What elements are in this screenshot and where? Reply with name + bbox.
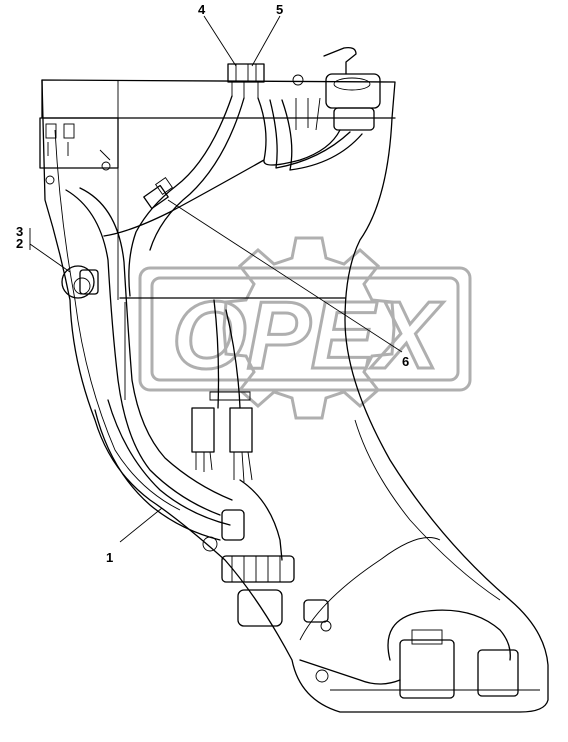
fuse-1 [45, 123, 57, 139]
housing-left-inner [54, 129, 181, 511]
watermark-frame-outer [138, 266, 472, 392]
leader-lines [29, 15, 403, 543]
top-connector-leads [231, 82, 259, 98]
relay-right [229, 407, 253, 453]
callout-1: 1 [106, 550, 113, 565]
leader-1 [119, 507, 163, 543]
leader-5 [251, 15, 281, 67]
opex-watermark: OPEX [138, 236, 472, 420]
top-connector [227, 63, 265, 98]
bottom-cable-left [299, 659, 401, 685]
leader-6 [167, 199, 403, 353]
housing-right-inner [354, 419, 501, 601]
callouts: 1 2 3 4 5 6 [16, 2, 409, 565]
middle-relays [191, 299, 253, 483]
wire-d [269, 99, 351, 169]
lower-grommet [202, 536, 218, 552]
top-right-switch [292, 46, 381, 131]
top-connector-body [227, 63, 265, 83]
housing-top-edge [41, 79, 396, 119]
relay-right-leads [233, 451, 253, 483]
watermark-text: OPEX [172, 282, 444, 389]
round-plug-body [61, 265, 95, 299]
leader-4 [203, 15, 237, 67]
fuse-plate [39, 117, 119, 169]
switch-lower-plug [333, 107, 375, 131]
wire-f [103, 159, 265, 237]
upper-wire-bundle [103, 95, 363, 297]
lower-clip [303, 599, 329, 623]
lower-plug-clamp [221, 509, 245, 541]
harness-branch-lower [94, 409, 221, 541]
fuse-bolt-2 [45, 175, 55, 185]
housing-lower-seam [299, 537, 441, 641]
lower-plug [202, 479, 332, 632]
bottom-connector-right [477, 649, 519, 697]
relay-clip [209, 391, 251, 401]
inline-connector-cap [155, 177, 173, 195]
relay-left [191, 407, 215, 453]
callout-5: 5 [276, 2, 283, 17]
wire-b [149, 97, 245, 251]
round-plug-inner [73, 277, 91, 295]
wire-g [295, 97, 321, 131]
fuse-lugs [47, 142, 111, 161]
bottom-connector-left-top [411, 629, 443, 645]
callout-6: 6 [402, 354, 409, 369]
watermark-frame-inner [150, 276, 460, 382]
leader-2 [29, 243, 71, 273]
harness-branch-lower-2 [107, 399, 231, 526]
left-fuse-block [39, 117, 119, 185]
main-harness [65, 187, 233, 541]
lower-plug-nut [237, 589, 283, 627]
round-plug [61, 265, 99, 299]
fuse-2 [63, 123, 75, 139]
switch-collar [333, 77, 371, 91]
switch-lever [323, 46, 357, 75]
relay-feed [213, 299, 241, 409]
callout-4: 4 [198, 2, 206, 17]
bottom-grommet [315, 669, 329, 683]
round-plug-clamp [79, 269, 99, 295]
bottom-loop-cable [387, 609, 511, 661]
inline-connector-body [143, 184, 169, 210]
top-connector-detail [235, 64, 257, 82]
wire-e [281, 99, 363, 171]
switch-screw [292, 74, 304, 86]
lower-clip-bolt [320, 620, 332, 632]
lower-plug-cable [239, 479, 283, 561]
housing [41, 79, 549, 713]
bottom-right-connectors [299, 609, 519, 699]
callout-3: 3 [16, 224, 23, 239]
lower-plug-ribs [231, 556, 281, 582]
callout-2: 2 [16, 236, 23, 251]
harness-tube-inner [79, 187, 233, 501]
harness-tube-outer [65, 189, 221, 516]
fuse-bolt [101, 161, 111, 171]
relay-left-leads [195, 451, 213, 472]
switch-base [325, 73, 381, 109]
wire-a [128, 95, 233, 297]
inline-connector [143, 177, 173, 210]
bottom-connector-left [399, 639, 455, 699]
lower-plug-body [221, 555, 295, 583]
wire-c [257, 97, 341, 166]
